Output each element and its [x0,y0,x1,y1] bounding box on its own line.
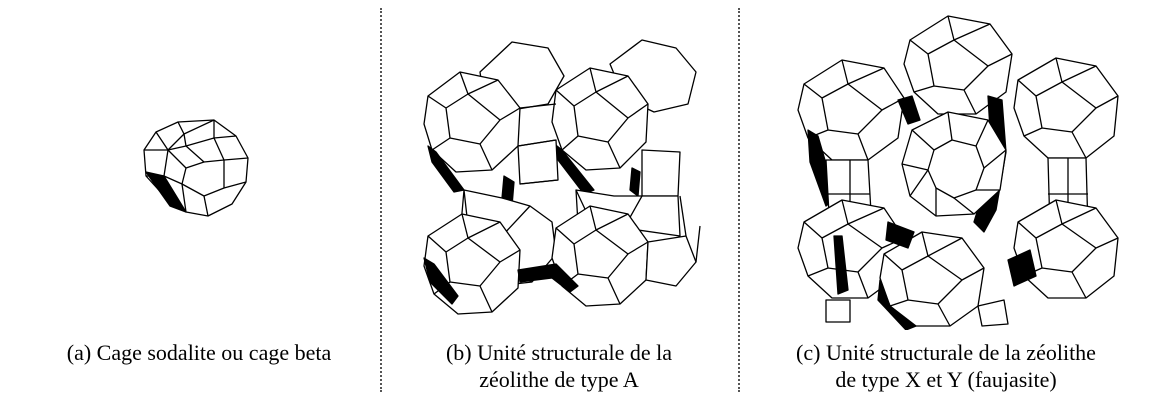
caption-b-line-1: (b) Unité structurale de la [445,340,672,365]
divider-left [380,8,382,392]
caption-a-line-1: (a) Cage sodalite ou cage beta [66,340,332,365]
caption-b: (b) Unité structurale de la zéolithe de … [380,339,738,393]
caption-b-line-2: zéolithe de type A [479,367,639,392]
zeolite-a-framework [423,39,701,315]
caption-a: (a) Cage sodalite ou cage beta [0,339,380,366]
faujasite-framework [797,15,1119,330]
panel-zeolite-a: (b) Unité structurale de la zéolithe de … [380,0,738,392]
faujasite-figure [797,15,1119,330]
divider-right [738,8,740,392]
caption-c-line-1: (c) Unité structurale de la zéolithe [796,340,1096,365]
panel-sodalite-cage: (a) Cage sodalite ou cage beta [0,0,380,392]
caption-c: (c) Unité structurale de la zéolithe de … [738,339,1154,393]
caption-c-line-2: de type X et Y (faujasite) [835,367,1057,392]
zeolite-a-figure [423,39,701,315]
sodalite-cage-figure [143,119,249,217]
panel-faujasite: (c) Unité structurale de la zéolithe de … [738,0,1154,392]
sodalite-cage-polyhedron [143,119,249,217]
